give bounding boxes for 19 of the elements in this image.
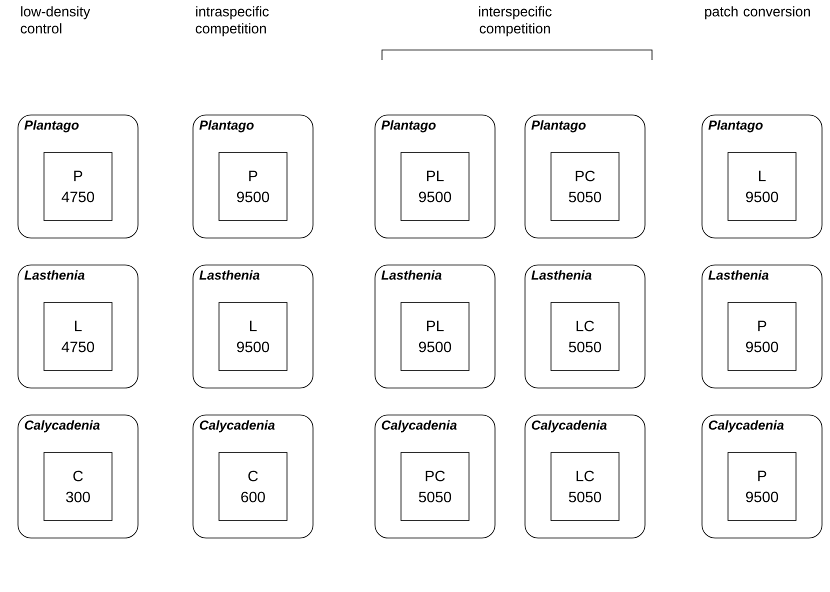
column-heading: interspecific competition [479, 6, 552, 36]
column-heading: patch conversion [705, 6, 810, 20]
plot-square: P 4750 [44, 152, 112, 221]
plot-square: LC 5050 [550, 452, 620, 521]
plot-square: P 9500 [218, 152, 288, 221]
plot-square: P 9500 [728, 302, 796, 371]
plot-square: C 300 [44, 452, 112, 521]
plot-square: LC 5050 [550, 302, 620, 371]
column-heading: intraspecific competition [196, 6, 269, 36]
column-heading: low-density control [20, 6, 90, 34]
plot-square: PC 5050 [550, 152, 620, 221]
plot-square: C 600 [218, 452, 288, 521]
plot-square: P 9500 [728, 452, 796, 521]
plot-square: PL 9500 [400, 152, 470, 221]
plot-square: L 9500 [218, 302, 288, 371]
plot-square: L 4750 [44, 302, 112, 371]
plot-square: PL 9500 [400, 302, 470, 371]
plot-square: PC 5050 [400, 452, 470, 521]
plot-square: L 9500 [728, 152, 796, 221]
